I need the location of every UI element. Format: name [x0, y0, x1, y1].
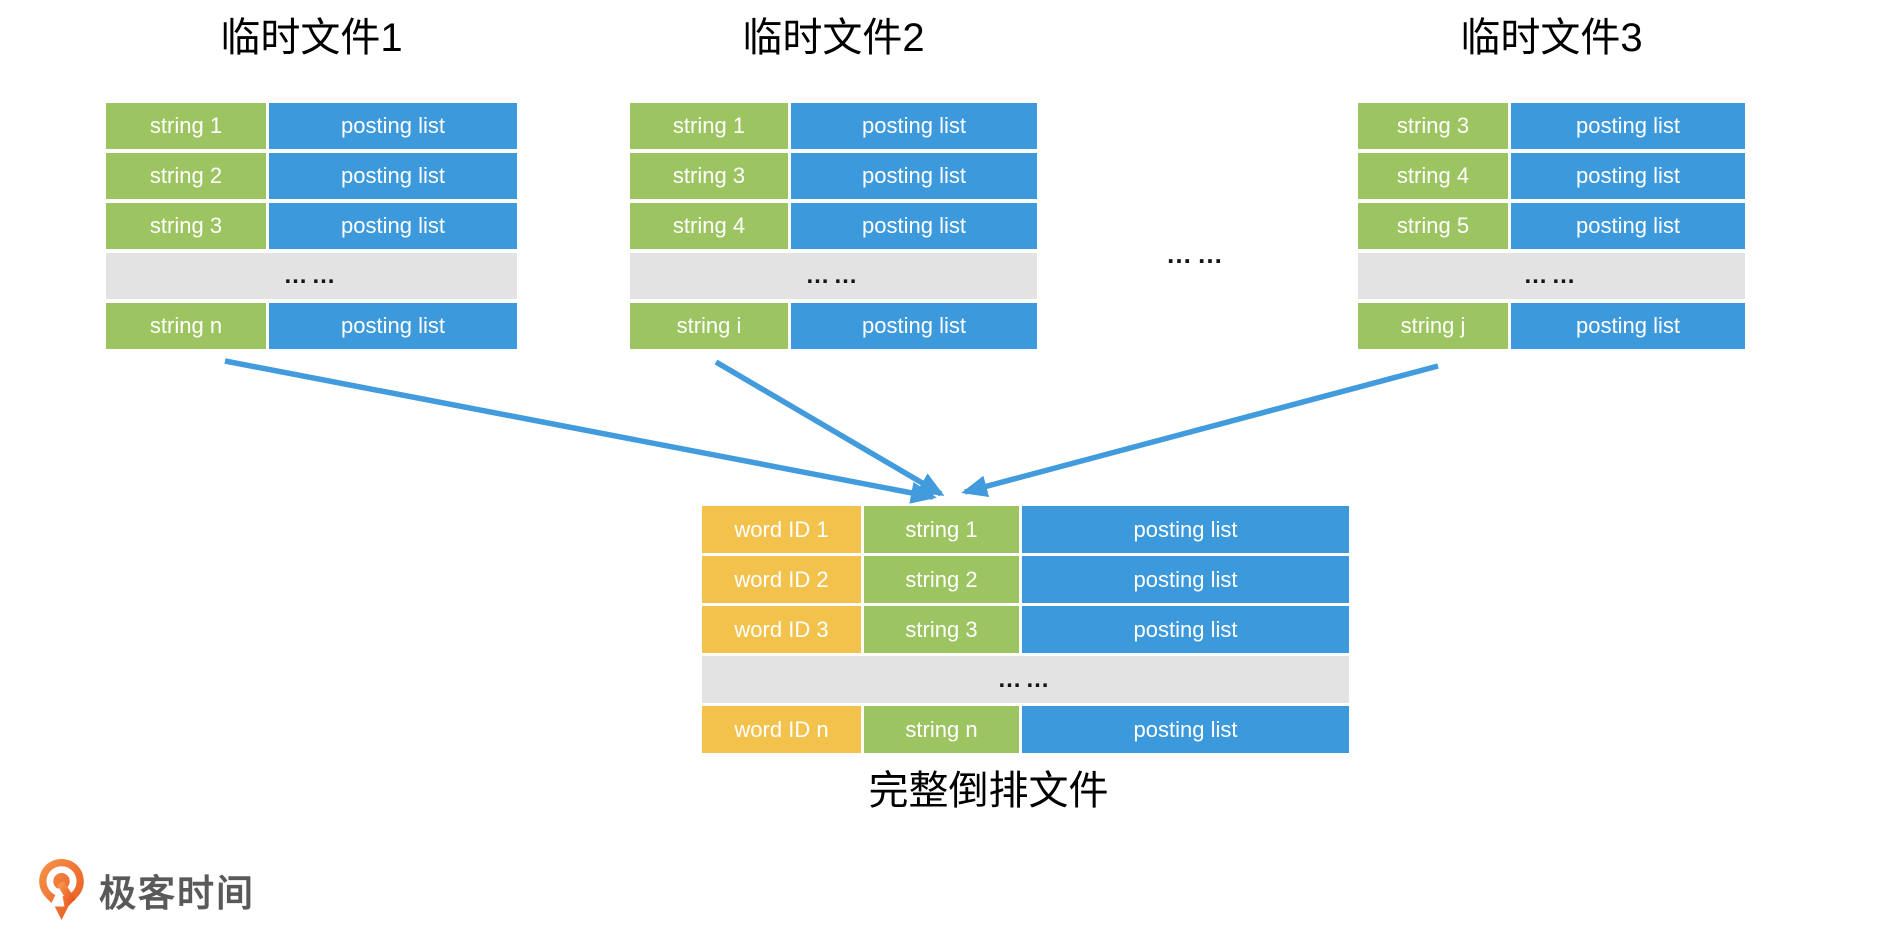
table-row: string 2 posting list [106, 153, 517, 199]
string-cell: string 4 [630, 203, 788, 249]
posting-list-cell: posting list [791, 153, 1037, 199]
ellipsis-row: …… [702, 656, 1349, 703]
string-cell: string i [630, 303, 788, 349]
word-id-cell: word ID 3 [702, 606, 861, 653]
geektime-logo: 极客时间 [38, 858, 255, 922]
table-row: string n posting list [106, 303, 517, 349]
posting-list-cell: posting list [1022, 556, 1349, 603]
posting-list-cell: posting list [1511, 103, 1745, 149]
merged-file-caption: 完整倒排文件 [868, 769, 1109, 813]
more-temp-files-ellipsis: …… [1166, 239, 1228, 269]
table-row: string 5 posting list [1358, 203, 1745, 249]
string-cell: string j [1358, 303, 1508, 349]
table-row: string 1 posting list [630, 103, 1037, 149]
posting-list-cell: posting list [1022, 606, 1349, 653]
string-cell: string 3 [106, 203, 266, 249]
merged-inverted-file-table: word ID 1 string 1 posting list word ID … [702, 506, 1349, 756]
table-row: string 4 posting list [1358, 153, 1745, 199]
word-id-cell: word ID 2 [702, 556, 861, 603]
posting-list-cell: posting list [269, 153, 517, 199]
word-id-cell: word ID n [702, 706, 861, 753]
string-cell: string 4 [1358, 153, 1508, 199]
string-cell: string 1 [106, 103, 266, 149]
table-row: word ID n string n posting list [702, 706, 1349, 753]
temp-file-1-table: 临时文件1 string 1 posting list string 2 pos… [106, 16, 517, 353]
temp-file-3-title: 临时文件3 [1460, 16, 1643, 60]
table-row: string 3 posting list [106, 203, 517, 249]
string-cell: string n [106, 303, 266, 349]
geektime-logo-text: 极客时间 [99, 873, 255, 914]
word-id-cell: word ID 1 [702, 506, 861, 553]
temp-file-1-title: 临时文件1 [220, 16, 403, 60]
posting-list-cell: posting list [269, 103, 517, 149]
temp-file-2-table: 临时文件2 string 1 posting list string 3 pos… [630, 16, 1037, 353]
string-cell: string 1 [630, 103, 788, 149]
posting-list-cell: posting list [791, 203, 1037, 249]
ellipsis-row: …… [106, 253, 517, 299]
table-row: string 3 posting list [630, 153, 1037, 199]
posting-list-cell: posting list [1511, 203, 1745, 249]
temp-file-3-table: 临时文件3 string 3 posting list string 4 pos… [1358, 16, 1745, 353]
ellipsis-row: …… [1358, 253, 1745, 299]
string-cell: string 1 [864, 506, 1019, 553]
table-row: string 1 posting list [106, 103, 517, 149]
string-cell: string 5 [1358, 203, 1508, 249]
string-cell: string 2 [106, 153, 266, 199]
table-row: word ID 1 string 1 posting list [702, 506, 1349, 553]
posting-list-cell: posting list [1511, 303, 1745, 349]
arrow-from-temp2 [714, 359, 945, 497]
table-row: string 3 posting list [1358, 103, 1745, 149]
posting-list-cell: posting list [791, 103, 1037, 149]
string-cell: string 3 [1358, 103, 1508, 149]
table-row: word ID 3 string 3 posting list [702, 606, 1349, 653]
table-row: string j posting list [1358, 303, 1745, 349]
posting-list-cell: posting list [791, 303, 1037, 349]
table-row: word ID 2 string 2 posting list [702, 556, 1349, 603]
ellipsis-row: …… [630, 253, 1037, 299]
geektime-logo-icon [39, 858, 84, 921]
posting-list-cell: posting list [1022, 506, 1349, 553]
arrow-from-temp1 [224, 358, 937, 504]
table-row: string i posting list [630, 303, 1037, 349]
posting-list-cell: posting list [1022, 706, 1349, 753]
string-cell: string 2 [864, 556, 1019, 603]
posting-list-cell: posting list [1511, 153, 1745, 199]
string-cell: string n [864, 706, 1019, 753]
posting-list-cell: posting list [269, 303, 517, 349]
table-row: string 4 posting list [630, 203, 1037, 249]
temp-file-2-title: 临时文件2 [742, 16, 925, 60]
arrow-from-temp3 [961, 363, 1439, 497]
string-cell: string 3 [864, 606, 1019, 653]
posting-list-cell: posting list [269, 203, 517, 249]
string-cell: string 3 [630, 153, 788, 199]
